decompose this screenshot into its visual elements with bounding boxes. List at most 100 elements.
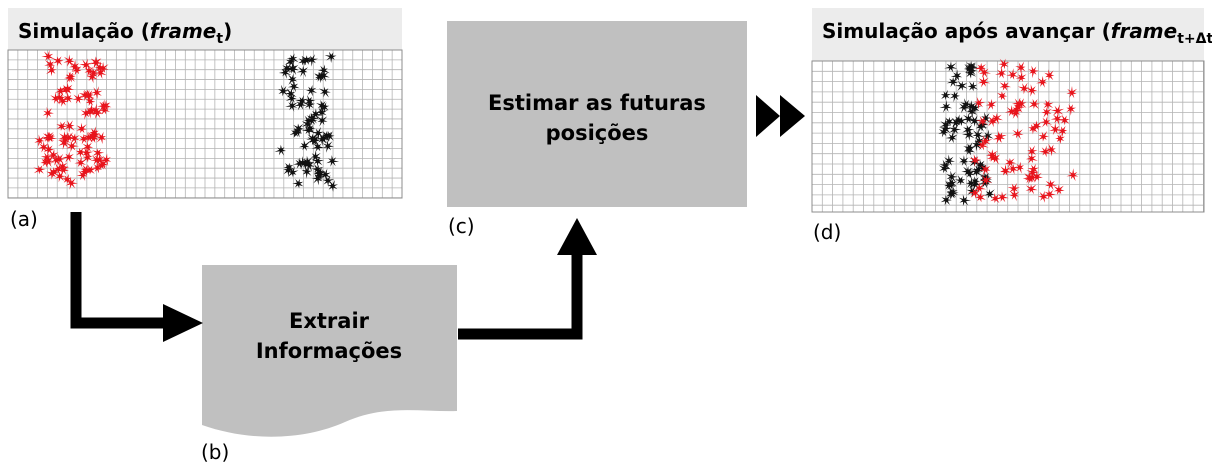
black-agent-marker [311, 126, 324, 141]
black-agent-marker [970, 166, 983, 177]
black-agent-marker [294, 99, 307, 111]
black-agent-marker [296, 156, 309, 170]
red-agent-marker [78, 134, 89, 145]
black-agent-marker [968, 178, 982, 192]
black-agent-marker [949, 91, 960, 103]
black-agent-marker [287, 81, 300, 93]
black-agent-marker [287, 73, 298, 86]
red-agent-marker [1000, 164, 1012, 176]
red-agent-marker [63, 54, 75, 67]
red-agent-marker [95, 131, 106, 145]
black-agent-marker [292, 178, 304, 189]
black-agent-marker [319, 101, 330, 114]
red-agent-marker [1038, 131, 1049, 142]
black-agent-marker [311, 142, 325, 152]
black-agent-marker [311, 108, 322, 120]
red-agent-marker [1004, 158, 1017, 169]
black-agent-marker [302, 160, 315, 172]
red-agent-marker [87, 70, 99, 84]
panel-b-label: (b) [201, 440, 229, 464]
black-agent-marker [967, 81, 978, 92]
red-agent-marker [1043, 189, 1056, 200]
panel-d-grid [811, 60, 1205, 213]
red-agent-marker [985, 98, 997, 111]
extract-document-shape [202, 265, 457, 437]
red-agent-marker [80, 164, 92, 175]
red-agent-marker [1011, 105, 1023, 116]
red-agent-marker [56, 121, 68, 131]
red-agent-marker [94, 153, 107, 166]
black-agent-marker [946, 188, 959, 199]
red-agent-marker [80, 147, 94, 159]
black-agent-marker [938, 126, 949, 138]
red-agent-marker [1017, 82, 1030, 95]
red-agent-marker [74, 155, 87, 168]
black-agent-marker [289, 127, 302, 138]
red-agent-marker [987, 115, 999, 128]
black-agent-marker [939, 99, 953, 113]
black-agent-marker [966, 64, 978, 78]
black-agent-marker [310, 150, 322, 162]
red-agent-marker [71, 63, 82, 76]
red-agent-marker [41, 50, 55, 61]
red-agent-marker [72, 93, 84, 104]
red-agent-marker [40, 152, 53, 164]
panel-d-agents [938, 58, 1079, 207]
red-agent-marker [90, 162, 103, 174]
black-agent-marker [959, 194, 972, 207]
red-agent-marker [992, 130, 1006, 145]
red-agent-marker [44, 131, 57, 143]
red-agent-marker [1038, 190, 1049, 203]
black-agent-marker [966, 185, 979, 197]
black-agent-marker [953, 114, 965, 125]
red-agent-marker [997, 91, 1008, 101]
arrow-b-to-c-line [458, 252, 583, 340]
arrow-a-to-b [70, 212, 203, 342]
red-agent-marker [63, 91, 74, 103]
red-agent-marker [97, 61, 109, 73]
red-agent-marker [974, 62, 986, 74]
black-agent-marker [962, 124, 975, 136]
red-agent-marker [1026, 84, 1038, 97]
black-agent-marker [311, 163, 324, 175]
red-agent-marker [1027, 145, 1038, 157]
red-agent-marker [1043, 99, 1054, 110]
black-agent-marker [971, 176, 980, 187]
black-agent-marker [296, 65, 308, 78]
black-agent-marker [324, 51, 337, 63]
black-agent-marker [964, 144, 976, 156]
red-agent-marker [54, 171, 66, 183]
black-agent-marker [948, 124, 962, 136]
arrow-b-to-c-head [557, 218, 597, 255]
black-agent-marker [304, 95, 316, 106]
red-agent-marker [1041, 106, 1052, 118]
black-agent-marker [938, 161, 950, 174]
black-agent-marker [285, 88, 297, 101]
red-agent-marker [94, 61, 104, 73]
red-agent-marker [1066, 104, 1076, 116]
red-agent-marker [46, 63, 57, 77]
red-agent-marker [57, 95, 69, 107]
black-agent-marker [943, 116, 955, 127]
black-agent-marker [966, 106, 979, 118]
panel-c-label: (c) [448, 214, 475, 238]
red-agent-marker [58, 136, 69, 150]
black-agent-marker [317, 64, 330, 76]
black-agent-marker [939, 123, 952, 134]
red-agent-marker [54, 162, 64, 174]
red-agent-marker [1013, 161, 1024, 174]
red-agent-marker [1044, 69, 1055, 81]
red-agent-marker [51, 56, 64, 67]
red-agent-marker [91, 86, 103, 100]
red-agent-marker [81, 141, 94, 152]
black-agent-marker [313, 167, 327, 181]
red-agent-marker [977, 138, 989, 151]
red-agent-marker [1009, 188, 1020, 202]
red-agent-marker [1015, 98, 1027, 111]
red-agent-marker [1015, 70, 1027, 83]
red-agent-marker [64, 131, 74, 143]
black-agent-marker [945, 130, 958, 144]
black-agent-marker [319, 168, 331, 181]
red-agent-marker [92, 148, 105, 160]
panel-d: Simulação após avançar (framet+Δt) (d) [811, 8, 1212, 244]
